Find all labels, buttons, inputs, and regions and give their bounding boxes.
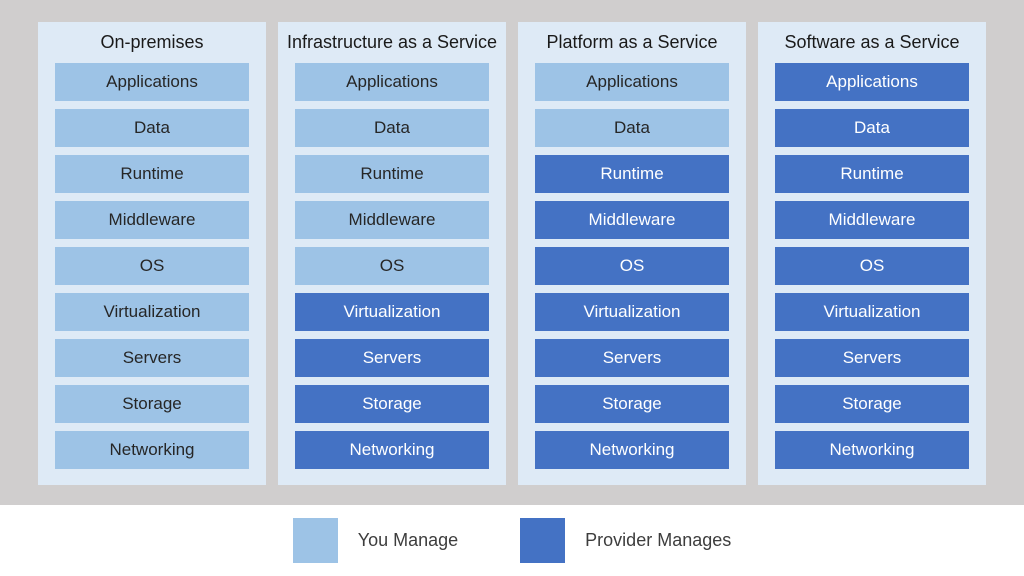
- layer-applications: Applications: [55, 63, 249, 101]
- layer-virtualization: Virtualization: [295, 293, 489, 331]
- layer-label: Networking: [349, 440, 435, 459]
- column-title: On-premises: [100, 32, 204, 52]
- layer-networking: Networking: [535, 431, 729, 469]
- layer-runtime: Runtime: [775, 155, 969, 193]
- layer-middleware: Middleware: [535, 201, 729, 239]
- layer-label: Applications: [586, 72, 678, 91]
- layer-label: Data: [374, 118, 410, 137]
- legend: You Manage Provider Manages: [0, 505, 1024, 576]
- layer-label: OS: [139, 256, 165, 275]
- layer-storage: Storage: [295, 385, 489, 423]
- layer-middleware: Middleware: [55, 201, 249, 239]
- layer-servers: Servers: [535, 339, 729, 377]
- layer-label: Servers: [842, 348, 902, 367]
- layer-runtime: Runtime: [295, 155, 489, 193]
- layer-label: Virtualization: [823, 302, 921, 321]
- layer-label: Servers: [122, 348, 182, 367]
- layer-applications: Applications: [775, 63, 969, 101]
- layer-middleware: Middleware: [295, 201, 489, 239]
- layer-label: Virtualization: [343, 302, 441, 321]
- layer-label: Runtime: [600, 164, 664, 183]
- column-title: Infrastructure as a Service: [286, 32, 498, 52]
- layer-virtualization: Virtualization: [535, 293, 729, 331]
- layer-label: Middleware: [348, 210, 436, 229]
- layer-label: Storage: [122, 394, 182, 413]
- layer-label: Data: [614, 118, 650, 137]
- layer-virtualization: Virtualization: [55, 293, 249, 331]
- layer-label: Applications: [346, 72, 438, 91]
- layer-label: Middleware: [108, 210, 196, 229]
- layer-label: Middleware: [828, 210, 916, 229]
- legend-label: You Manage: [357, 530, 459, 550]
- layer-data: Data: [295, 109, 489, 147]
- layer-os: OS: [55, 247, 249, 285]
- layer-label: Data: [854, 118, 890, 137]
- layer-applications: Applications: [295, 63, 489, 101]
- layer-virtualization: Virtualization: [775, 293, 969, 331]
- layer-label: Applications: [106, 72, 198, 91]
- layer-label: Storage: [842, 394, 902, 413]
- layer-storage: Storage: [55, 385, 249, 423]
- layer-label: Middleware: [588, 210, 676, 229]
- layer-label: Storage: [362, 394, 422, 413]
- legend-item-provider-manages: Provider Manages: [520, 518, 731, 563]
- layer-os: OS: [775, 247, 969, 285]
- layer-storage: Storage: [775, 385, 969, 423]
- layer-runtime: Runtime: [55, 155, 249, 193]
- layer-label: Runtime: [840, 164, 904, 183]
- layer-label: OS: [859, 256, 885, 275]
- layer-label: Applications: [826, 72, 918, 91]
- layer-networking: Networking: [775, 431, 969, 469]
- layer-servers: Servers: [775, 339, 969, 377]
- layer-applications: Applications: [535, 63, 729, 101]
- column-title: Platform as a Service: [546, 32, 718, 52]
- layer-label: Runtime: [360, 164, 424, 183]
- column-title: Software as a Service: [784, 32, 960, 52]
- layer-networking: Networking: [55, 431, 249, 469]
- layer-label: Networking: [829, 440, 915, 459]
- layer-label: Data: [134, 118, 170, 137]
- layer-label: Networking: [589, 440, 675, 459]
- layer-storage: Storage: [535, 385, 729, 423]
- layer-middleware: Middleware: [775, 201, 969, 239]
- layer-servers: Servers: [295, 339, 489, 377]
- layer-servers: Servers: [55, 339, 249, 377]
- layer-data: Data: [55, 109, 249, 147]
- legend-item-you-manage: You Manage: [292, 518, 459, 563]
- layer-label: Virtualization: [103, 302, 201, 321]
- layer-networking: Networking: [295, 431, 489, 469]
- layer-os: OS: [535, 247, 729, 285]
- layer-label: Storage: [602, 394, 662, 413]
- layer-label: Runtime: [120, 164, 184, 183]
- legend-label: Provider Manages: [585, 530, 732, 550]
- layer-data: Data: [775, 109, 969, 147]
- layer-runtime: Runtime: [535, 155, 729, 193]
- you-swatch: [292, 518, 338, 563]
- layer-label: Servers: [602, 348, 662, 367]
- layer-label: Servers: [362, 348, 422, 367]
- layer-label: Networking: [109, 440, 195, 459]
- layer-label: OS: [379, 256, 405, 275]
- provider-swatch: [520, 518, 566, 563]
- layer-data: Data: [535, 109, 729, 147]
- layer-label: OS: [619, 256, 645, 275]
- layer-label: Virtualization: [583, 302, 681, 321]
- column-infrastructure-as-a-service: Infrastructure as a Service Applications…: [278, 22, 506, 485]
- layer-os: OS: [295, 247, 489, 285]
